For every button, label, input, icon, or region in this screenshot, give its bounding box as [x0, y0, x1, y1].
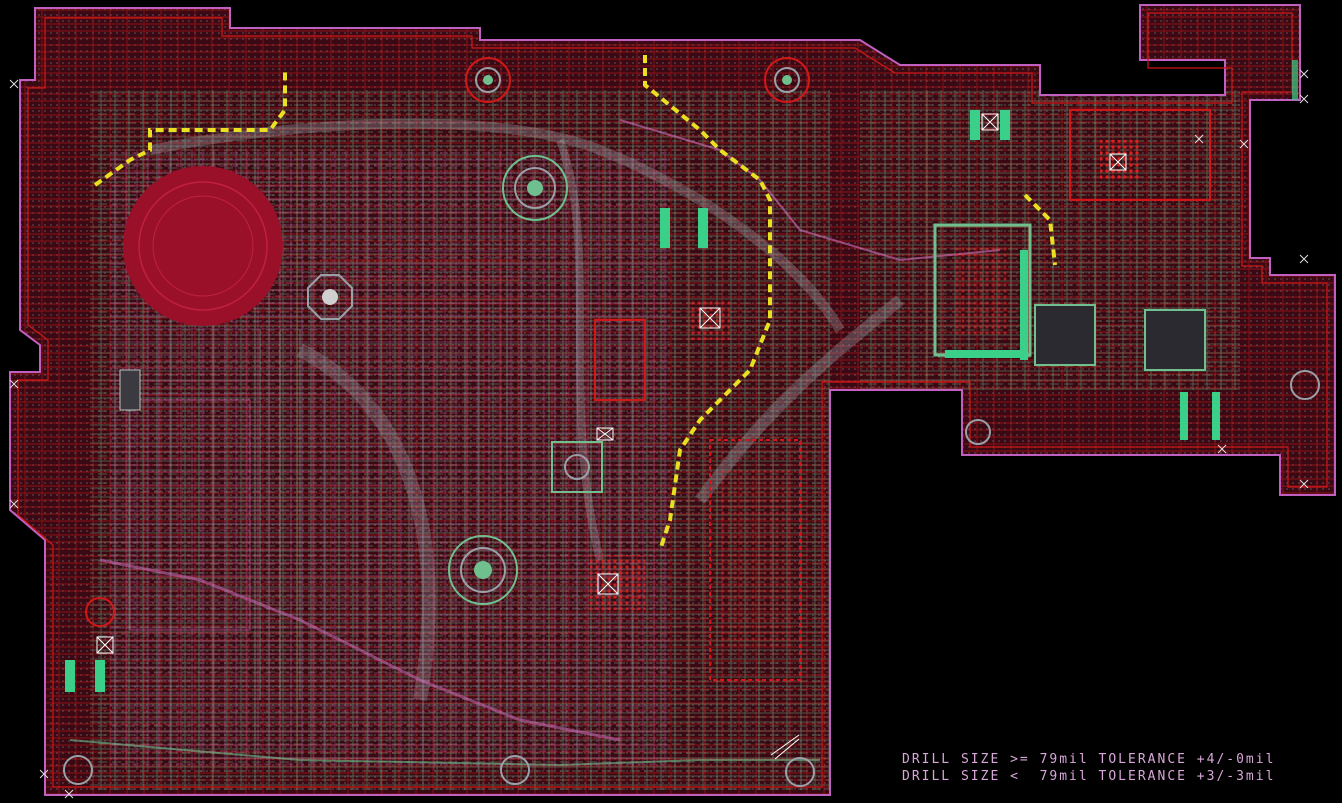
highlighted-net: [93, 55, 1057, 551]
mounting-hole-icon: [63, 57, 1320, 787]
test-point-icon: [96, 113, 1127, 760]
drill-tolerance-note-large: DRILL SIZE >= 79mil TOLERANCE +4/-0mil: [902, 752, 1276, 767]
drill-tolerance-note-small: DRILL SIZE < 79mil TOLERANCE +3/-3mil: [902, 769, 1276, 784]
ic-footprint-icon: [119, 109, 1211, 681]
coin-cell-pad: [123, 166, 283, 326]
component-pads: [65, 60, 1298, 692]
via-icon: [9, 69, 1309, 799]
